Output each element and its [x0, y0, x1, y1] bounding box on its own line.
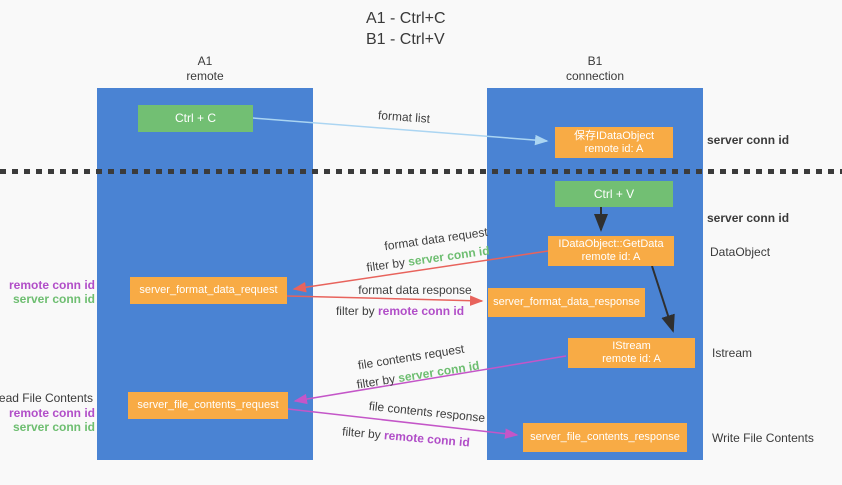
- lane-a1-subtitle: remote: [186, 69, 224, 83]
- left-label-group-file: remote conn id server conn id: [9, 406, 95, 434]
- lane-b1-name: B1: [587, 54, 603, 68]
- right-label-server-conn-id-mid: server conn id: [707, 211, 790, 225]
- dotted-divider-line: [0, 169, 842, 174]
- arrow-format-data-response: [286, 295, 484, 306]
- node-server-format-data-request: server_format_data_request: [130, 277, 287, 304]
- filter-by-text: filter by: [335, 304, 375, 318]
- title-line-a1: A1 - Ctrl+C: [366, 10, 446, 27]
- node-save-idataobject: 保存IDataObject remote id: A: [555, 127, 673, 158]
- right-label-write-file-contents: Write File Contents: [712, 431, 814, 445]
- node-idataobject-getdata: IDataObject::GetData remote id: A: [548, 236, 674, 266]
- edge-label-filter-by-remote-conn-id-1: filter by remote conn id: [336, 304, 464, 318]
- node-ctrl-c: Ctrl + C: [138, 105, 253, 132]
- lane-header-b1: B1 connection: [487, 54, 703, 84]
- left-label-remote-conn-id-1: remote conn id: [8, 278, 95, 292]
- node-ctrl-v: Ctrl + V: [555, 181, 673, 207]
- node-server-file-contents-response: server_file_contents_response: [523, 423, 687, 452]
- node-istream-title: IStream: [612, 340, 651, 352]
- node-istream-remote-id: remote id: A: [602, 353, 661, 365]
- node-getdata-remote-id: remote id: A: [581, 251, 641, 263]
- diagram-title: A1 - Ctrl+C B1 - Ctrl+V: [366, 8, 446, 50]
- node-getdata-title: IDataObject::GetData: [558, 238, 664, 250]
- lane-header-a1: A1 remote: [97, 54, 313, 84]
- arrow-file-contents-response: [287, 408, 519, 439]
- title-line-b1: B1 - Ctrl+V: [366, 31, 445, 48]
- node-save-idataobject-remote-id: remote id: A: [584, 142, 644, 155]
- left-label-read-file-contents: Read File Contents: [0, 391, 93, 405]
- arrow-format-list: [252, 117, 549, 146]
- node-istream: IStream remote id: A: [568, 338, 695, 368]
- left-label-read-file-contents-wrap: Read File Contents: [0, 391, 93, 405]
- edge-label-format-data-response: format data response: [358, 283, 472, 297]
- remote-conn-id-text: remote conn id: [378, 304, 465, 318]
- node-server-format-data-response: server_format_data_response: [488, 288, 645, 317]
- left-label-server-conn-id-1: server conn id: [12, 292, 95, 306]
- left-label-remote-conn-id-2: remote conn id: [8, 406, 95, 420]
- node-save-idataobject-title: 保存IDataObject: [573, 129, 655, 142]
- right-label-dataobject: DataObject: [710, 245, 771, 259]
- left-label-group-format: remote conn id server conn id: [9, 278, 95, 306]
- right-label-istream: Istream: [712, 346, 753, 360]
- arrow-file-contents-request: [293, 355, 567, 405]
- arrow-getdata-to-istream: [651, 265, 675, 333]
- arrow-format-data-request: [292, 250, 549, 293]
- lane-a1-name: A1: [197, 54, 213, 68]
- node-server-file-contents-request: server_file_contents_request: [128, 392, 288, 419]
- left-label-server-conn-id-2: server conn id: [12, 420, 95, 434]
- right-label-server-conn-id-top: server conn id: [707, 133, 790, 147]
- lane-b1-subtitle: connection: [565, 69, 625, 83]
